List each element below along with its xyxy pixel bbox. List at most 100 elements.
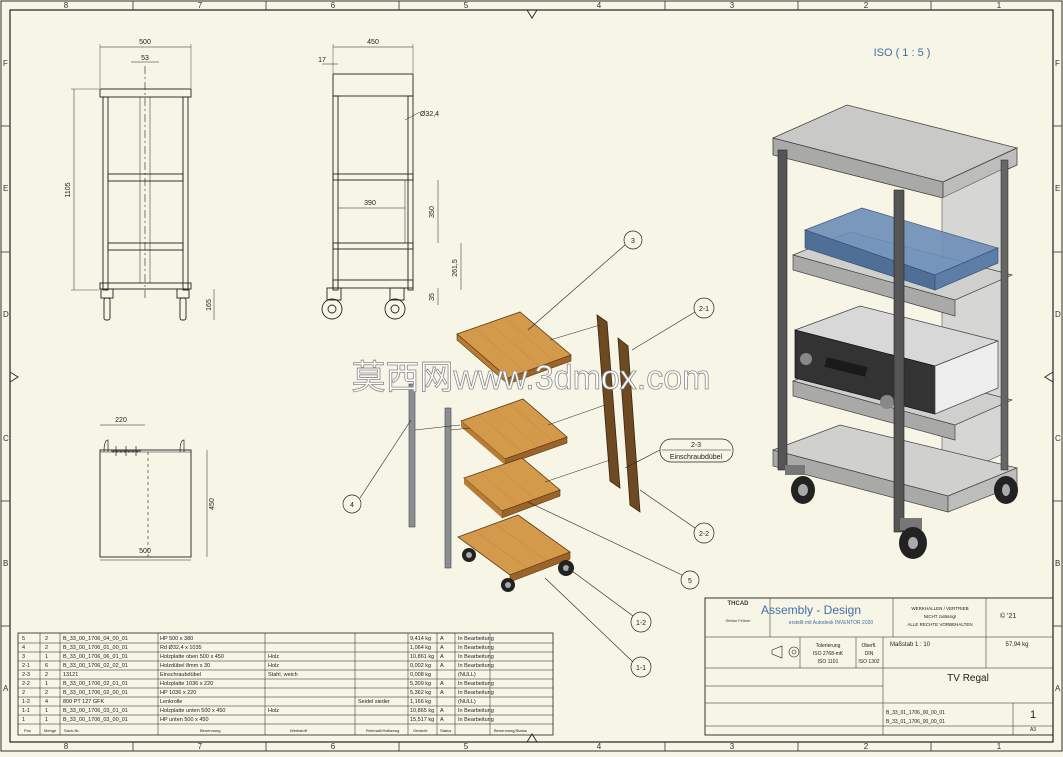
dim-side-floor: 35 <box>429 293 436 301</box>
bom-cell-status: In Bearbeitung <box>458 636 494 642</box>
bom-cell-sym: A <box>440 708 444 714</box>
dim-side-low: 261,5 <box>452 259 459 277</box>
col-label: 3 <box>730 1 735 10</box>
dim-side-depth: 450 <box>367 39 379 46</box>
rights-warning-1: WERKHALLEN / VERTRIEB <box>911 606 968 611</box>
bom-cell-part: B_33_00_1706_03_00_01 <box>63 717 128 723</box>
bom-cell-weight: 9,414 kg <box>410 636 431 642</box>
inner-border <box>9 9 1054 743</box>
col-label: 1 <box>997 742 1002 751</box>
surface-standard: DIN <box>865 651 874 657</box>
bom-cell-qty: 1 <box>45 654 48 660</box>
surface-title: Oberfl. <box>861 643 876 649</box>
bom-cell-pos: 3 <box>22 654 25 660</box>
bom-cell-pos: 4 <box>22 645 25 651</box>
bom-cell-desc: Lenkrolle <box>160 699 182 705</box>
bom-header-cell: Rohmaß/Halbzeug <box>366 728 399 733</box>
balloon-2-1: 2-1 <box>699 306 709 313</box>
bom-cell-desc: Rd Ø32,4 x 1035 <box>160 645 202 651</box>
bom-cell-weight: 1,166 kg <box>410 699 431 705</box>
iso-view-label: ISO ( 1 : 5 ) <box>874 47 931 59</box>
bom-cell-part: B_33_00_1706_02_00_01 <box>63 690 128 696</box>
bom-cell-weight: 10,865 kg <box>410 708 434 714</box>
bom-cell-mat: Holz <box>268 654 279 660</box>
assembly-design-subtitle: erstellt mit Autodesk INVENTOR 2020 <box>789 620 874 626</box>
bom-cell-part: B_33_00_1706_02_02_01 <box>63 663 128 669</box>
bom-cell-desc: Holzplatte 1036 x 220 <box>160 681 213 687</box>
bom-header-cell: Status <box>440 728 451 733</box>
dim-side-spacing: 350 <box>429 206 436 218</box>
company-contact: Stefan Fellner <box>726 618 752 623</box>
surface-iso: ISO 1302 <box>858 659 879 665</box>
top-view-dims: 220 450 500 <box>115 417 216 555</box>
bom-cell-pos: 2-1 <box>22 663 30 669</box>
bom-cell-qty: 2 <box>45 690 48 696</box>
bom-cell-pos: 1 <box>22 717 25 723</box>
row-label: E <box>1055 184 1060 193</box>
row-labels-left: F E D C B A <box>3 59 9 693</box>
copyright: © '21 <box>1000 612 1016 620</box>
bom-cell-pos: 2 <box>22 690 25 696</box>
bom-cell-status: (NULL) <box>458 672 476 678</box>
col-label: 3 <box>730 742 735 751</box>
bom-cell-pos: 1-1 <box>22 708 30 714</box>
balloon-4: 4 <box>350 502 354 509</box>
bom-cell-desc: HP 1036 x 220 <box>160 690 196 696</box>
bom-header-cell: Menge <box>44 728 57 733</box>
bom-cell-qty: 2 <box>45 645 48 651</box>
row-labels-right: F E D C B A <box>1055 59 1061 693</box>
dim-top-depth: 450 <box>209 498 216 510</box>
bom-cell-status: In Bearbeitung <box>458 681 494 687</box>
bom-cell-part: B_33_00_1706_01_00_01 <box>63 645 128 651</box>
bom-cell-status: In Bearbeitung <box>458 690 494 696</box>
balloon-2-2: 2-2 <box>699 531 709 538</box>
row-label: A <box>1055 684 1061 693</box>
title-block: THCAD Stefan Fellner Assembly - Design e… <box>704 597 1054 736</box>
bom-cell-weight: 0,008 kg <box>410 672 431 678</box>
iso-view <box>771 104 1019 559</box>
dim-side-tube: Ø32,4 <box>420 111 439 118</box>
bom-cell-weight: 10,861 kg <box>410 654 434 660</box>
centering-marks <box>9 9 1054 743</box>
sheet-format: A3 <box>1030 727 1036 733</box>
bom-cell-pos: 2-3 <box>22 672 30 678</box>
exploded-view <box>408 311 641 592</box>
drawing-title: TV Regal <box>947 673 989 684</box>
bom-header-cell: Werkstoff <box>290 728 308 733</box>
bom-cell-pos: 5 <box>22 636 25 642</box>
tolerance-iso: ISO 1101 <box>818 659 839 665</box>
dim-front-wheel: 165 <box>206 299 213 311</box>
side-panel-2 <box>617 337 641 513</box>
company-name: THCAD <box>728 601 750 607</box>
col-label: 5 <box>464 1 469 10</box>
bom-cell-part: B_33_00_1706_06_01_01 <box>63 654 128 660</box>
balloons: 3 2-1 2-3 Einschraubdübel 4 2-2 5 1-2 1-… <box>342 230 734 678</box>
bom-cell-status: In Bearbeitung <box>458 708 494 714</box>
rights-warning-2: NICHT zulässig! <box>924 614 956 619</box>
bom-cell-qty: 6 <box>45 663 48 669</box>
balloon-1-1: 1-1 <box>636 665 646 672</box>
drawing-number: B_33_01_1706_00_00_01 <box>886 710 945 716</box>
bom-cell-sym: A <box>440 663 444 669</box>
dim-front-width: 500 <box>139 39 151 46</box>
col-label: 4 <box>597 742 602 751</box>
bom-header: Pos Menge Sach-Nr. Benennung Werkstoff R… <box>24 728 527 733</box>
bom-header-cell: Gewicht <box>413 728 428 733</box>
projection-symbol-icon <box>771 645 800 659</box>
bom-cell-status: In Bearbeitung <box>458 717 494 723</box>
bom-cell-weight: 0,002 kg <box>410 663 431 669</box>
bom-cell-qty: 1 <box>45 681 48 687</box>
row-label: B <box>1055 559 1060 568</box>
front-view-dims: 500 53 1105 165 <box>65 39 213 311</box>
rights-warning-3: ALLE RECHTE VORBEHALTEN <box>907 622 972 627</box>
dim-top-width: 500 <box>139 548 151 555</box>
row-label: D <box>1055 310 1061 319</box>
bom-header-cell: Pos <box>24 728 31 733</box>
bom-header-cell: Benennung/Status <box>494 728 527 733</box>
bom-cell-desc: Holzplatte oben 500 x 450 <box>160 654 224 660</box>
dim-front-height: 1105 <box>65 182 72 197</box>
col-label: 6 <box>331 742 336 751</box>
top-view <box>99 424 208 561</box>
